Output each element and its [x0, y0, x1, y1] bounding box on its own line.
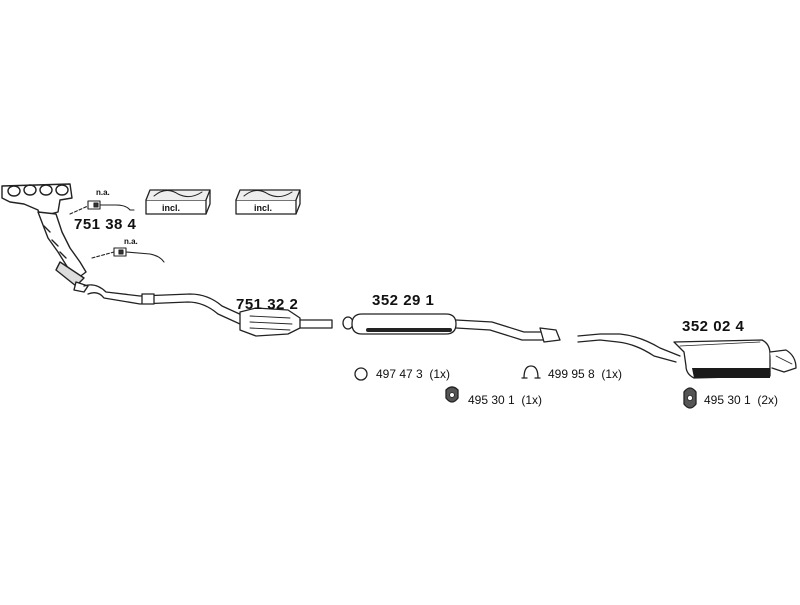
exhaust-manifold [1, 183, 89, 293]
rubber-hanger-icon [683, 387, 697, 409]
included-note: incl. [254, 203, 273, 213]
accessory-part: 495 30 1 [704, 393, 751, 407]
bracket-kit-2 [235, 189, 301, 215]
accessory-qty: (1x) [429, 367, 451, 381]
oxygen-sensor-lower [91, 247, 165, 263]
clamp-icon [521, 365, 541, 379]
rubber-hanger-icon [445, 386, 459, 403]
part-number-front-muffler: 352 29 1 [372, 292, 435, 309]
part-number-catalyst: 751 32 2 [236, 296, 299, 313]
accessory-label: 495 30 1 (1x) [468, 393, 542, 407]
part-number-rear-muffler: 352 02 4 [682, 318, 745, 335]
not-available-note: n.a. [96, 188, 110, 197]
front-muffler [342, 313, 561, 343]
accessory-label: 495 30 1 (2x) [704, 393, 778, 407]
accessory-qty: (2x) [757, 393, 779, 407]
accessory-part: 497 47 3 [376, 367, 423, 381]
bracket-kit-1 [145, 189, 211, 215]
part-number-manifold: 751 38 4 [74, 216, 137, 233]
accessory-label: 497 47 3 (1x) [376, 367, 450, 381]
accessory-label: 499 95 8 (1x) [548, 367, 622, 381]
included-note: incl. [162, 203, 181, 213]
oxygen-sensor-upper [69, 200, 135, 215]
rear-muffler-assembly [577, 333, 797, 379]
accessory-part: 495 30 1 [468, 393, 515, 407]
not-available-note: n.a. [124, 237, 138, 246]
accessory-part: 499 95 8 [548, 367, 595, 381]
front-pipe-with-catalyst [83, 284, 333, 337]
ring-gasket-icon [354, 367, 368, 381]
accessory-qty: (1x) [601, 367, 623, 381]
accessory-qty: (1x) [521, 393, 543, 407]
